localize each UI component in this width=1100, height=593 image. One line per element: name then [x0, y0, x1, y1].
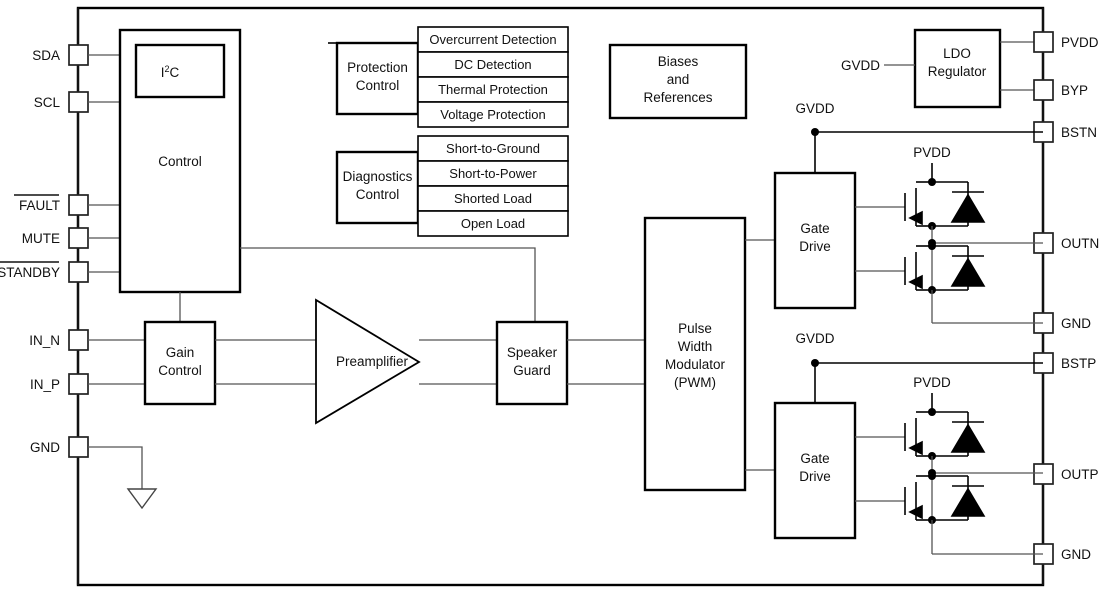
mosfet-highside-n — [855, 181, 986, 230]
protection-item-row[interactable] — [417, 51, 569, 78]
block-gain-control[interactable] — [143, 320, 217, 406]
i2c-tail: C — [170, 65, 180, 80]
mosfet-lowside-p — [855, 472, 986, 524]
pin-label-gnd-outn: GND — [1061, 316, 1091, 331]
protection-item-label: Thermal Protection — [438, 82, 548, 97]
wire-control-to-speaker-guard — [240, 247, 536, 322]
gate-drive-p-line1: Gate — [800, 451, 829, 466]
diagnostics-item-label: Short-to-Power — [449, 166, 537, 181]
pin-in-p[interactable]: IN_P — [30, 373, 145, 395]
block-i2c-label: I2C — [161, 64, 180, 80]
pin-bstn[interactable]: BSTN — [1033, 121, 1097, 143]
gvdd-label-n: GVDD — [795, 101, 834, 116]
diagnostics-item-label: Short-to-Ground — [446, 141, 540, 156]
pin-outn[interactable]: OUTN — [1033, 232, 1099, 254]
block-speaker-guard[interactable] — [495, 320, 569, 406]
pin-label-scl: SCL — [34, 95, 61, 110]
pin-fault[interactable]: FAULT — [14, 194, 120, 216]
protection-list: Overcurrent Detection DC Detection Therm… — [417, 26, 569, 128]
pin-label-byp: BYP — [1061, 83, 1088, 98]
protection-control-line2: Control — [356, 78, 400, 93]
pwm-line2: Width — [678, 339, 713, 354]
block-gate-drive-p[interactable] — [773, 401, 857, 540]
pin-pvdd[interactable]: PVDD — [1033, 31, 1099, 53]
junction-dot-gvdd-n — [811, 128, 819, 136]
pin-label-in-p: IN_P — [30, 377, 60, 392]
block-pwm[interactable] — [643, 216, 747, 492]
pin-label-gnd-left: GND — [30, 440, 60, 455]
pin-label-outn: OUTN — [1061, 236, 1099, 251]
protection-item-row[interactable] — [417, 26, 569, 53]
pin-scl[interactable]: SCL — [34, 91, 120, 113]
block-i2c[interactable] — [134, 43, 226, 99]
pwm-line4: (PWM) — [674, 375, 716, 390]
protection-item-label: DC Detection — [454, 57, 531, 72]
diagnostics-item-label: Shorted Load — [454, 191, 532, 206]
pin-bstp[interactable]: BSTP — [1033, 352, 1096, 374]
block-biases-references[interactable] — [608, 43, 748, 120]
protection-item-row[interactable] — [417, 101, 569, 128]
block-diagnostics-control[interactable] — [335, 150, 420, 225]
pin-label-mute: MUTE — [22, 231, 60, 246]
pwm-line3: Modulator — [665, 357, 726, 372]
ldo-line2: Regulator — [928, 64, 987, 79]
diagnostics-item-row[interactable] — [417, 210, 569, 237]
pin-sda[interactable]: SDA — [32, 44, 120, 66]
gate-drive-n-line1: Gate — [800, 221, 829, 236]
ldo-input-label-gvdd: GVDD — [841, 58, 880, 73]
protection-item-label: Overcurrent Detection — [429, 32, 556, 47]
pin-outp[interactable]: OUTP — [1033, 463, 1099, 485]
block-preamplifier[interactable] — [315, 298, 421, 425]
pin-standby[interactable]: STANDBY — [0, 261, 120, 283]
pin-label-gnd-outp: GND — [1061, 547, 1091, 562]
biases-line3: References — [643, 90, 712, 105]
pin-label-sda: SDA — [32, 48, 60, 63]
pin-gnd-left[interactable]: GND — [30, 436, 158, 510]
block-gate-drive-n[interactable] — [773, 171, 857, 310]
pin-in-n[interactable]: IN_N — [29, 329, 145, 351]
mosfet-lowside-n — [855, 242, 986, 294]
gate-drive-p-line2: Drive — [799, 469, 831, 484]
pin-label-in-n: IN_N — [29, 333, 60, 348]
preamplifier-label: Preamplifier — [336, 354, 409, 369]
gain-line2: Control — [158, 363, 202, 378]
protection-control-line1: Protection — [347, 60, 408, 75]
pin-mute[interactable]: MUTE — [22, 227, 120, 249]
pwm-line1: Pulse — [678, 321, 712, 336]
block-control-label: Control — [158, 154, 202, 169]
pin-gnd-outn[interactable]: GND — [1033, 312, 1091, 334]
gvdd-label-p: GVDD — [795, 331, 834, 346]
pin-label-bstp: BSTP — [1061, 356, 1096, 371]
biases-line2: and — [667, 72, 690, 87]
pin-label-pvdd: PVDD — [1061, 35, 1099, 50]
block-ldo-regulator[interactable] — [913, 28, 1002, 109]
gain-line1: Gain — [166, 345, 195, 360]
gate-drive-n-line2: Drive — [799, 239, 831, 254]
protection-item-row[interactable] — [417, 76, 569, 103]
diagnostics-control-line2: Control — [356, 187, 400, 202]
pin-byp[interactable]: BYP — [1033, 79, 1088, 101]
pin-label-fault: FAULT — [19, 198, 60, 213]
speaker-guard-line2: Guard — [513, 363, 551, 378]
diagnostics-control-line1: Diagnostics — [343, 169, 413, 184]
pin-label-bstn: BSTN — [1061, 125, 1097, 140]
speaker-guard-line1: Speaker — [507, 345, 558, 360]
pin-label-standby: STANDBY — [0, 265, 60, 280]
protection-item-label: Voltage Protection — [440, 107, 546, 122]
ground-symbol — [126, 488, 158, 510]
junction-dot-gvdd-p — [811, 359, 819, 367]
diagnostics-list: Short-to-Ground Short-to-Power Shorted L… — [417, 135, 569, 237]
ldo-line1: LDO — [943, 46, 971, 61]
i2c-superscript: 2 — [165, 64, 170, 74]
mosfet-highside-p — [855, 411, 986, 460]
pvdd-label-p: PVDD — [913, 375, 951, 390]
pin-label-outp: OUTP — [1061, 467, 1099, 482]
diagnostics-item-label: Open Load — [461, 216, 525, 231]
i2c-main: I — [161, 65, 165, 80]
biases-line1: Biases — [658, 54, 699, 69]
pvdd-label-n: PVDD — [913, 145, 951, 160]
